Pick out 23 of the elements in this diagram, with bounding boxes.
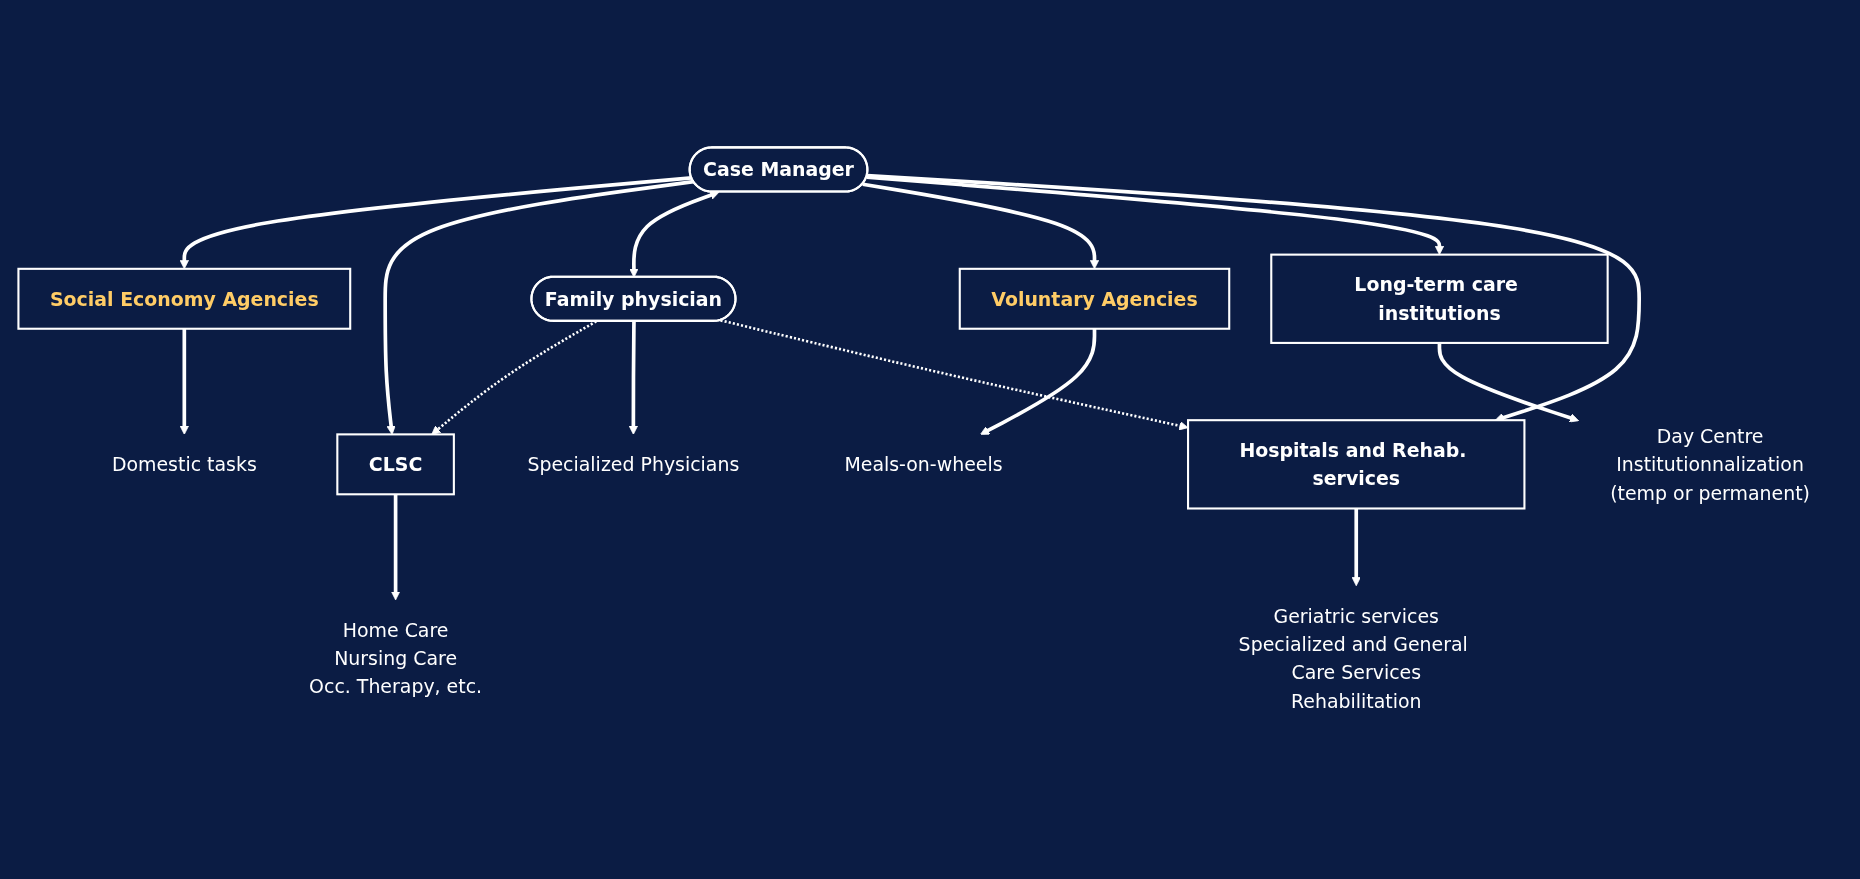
- node-text: Domestic tasks: [111, 453, 257, 476]
- arrow: [628, 321, 638, 436]
- node-box: Long-term care institutions: [1270, 253, 1609, 345]
- node-box: CLSC: [336, 433, 455, 496]
- arrow: [866, 175, 1445, 256]
- arrow: [179, 329, 189, 436]
- arrow: [867, 174, 1642, 423]
- arrow: [720, 319, 1189, 431]
- node-text: Day Centre Institutionnalization (temp or permanent): [1610, 425, 1810, 505]
- arrow: [391, 494, 401, 601]
- node-box: Social Economy Agencies: [17, 268, 352, 331]
- arrow: [383, 180, 694, 436]
- arrow: [1351, 508, 1361, 587]
- node-text: Specialized Physicians: [527, 453, 740, 476]
- arrow: [862, 182, 1100, 270]
- node-text: Geriatric services Specialized and General Care Services Rehabilitation: [1238, 605, 1468, 713]
- node-box: Voluntary Agencies: [958, 268, 1231, 331]
- node-box: Hospitals and Rehab. services: [1187, 419, 1526, 510]
- node-text: Meals-on-wheels: [844, 453, 1003, 476]
- node-text: Home Care Nursing Care Occ. Therapy, etc.: [309, 619, 483, 699]
- arrow: [179, 176, 692, 270]
- arrow: [980, 329, 1097, 436]
- arrow: [1437, 343, 1580, 423]
